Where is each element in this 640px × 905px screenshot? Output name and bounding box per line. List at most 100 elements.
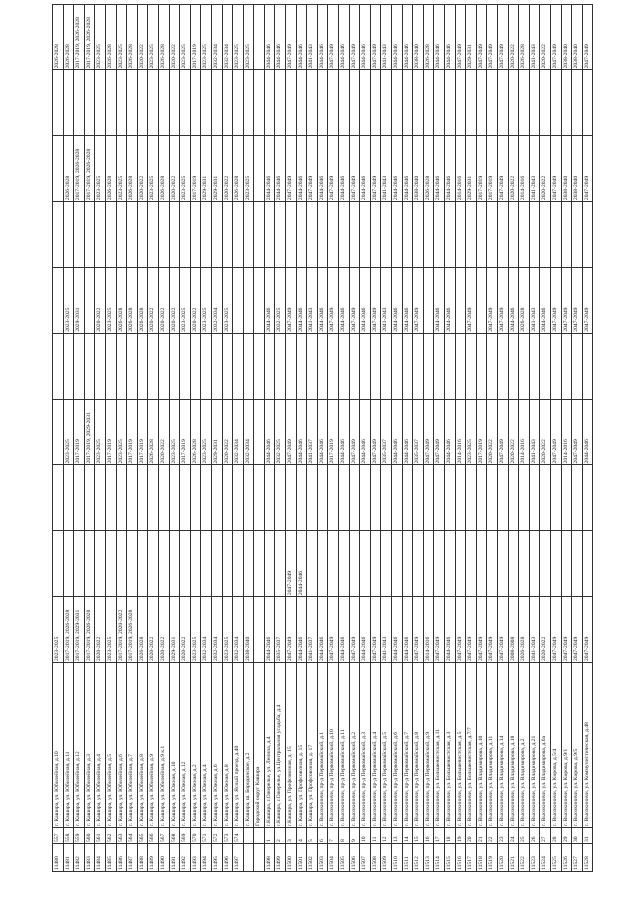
period-cell (486, 464, 498, 531)
address-cell: г. Кашира, ул. Южная, д.12 (179, 662, 191, 828)
period-cell: 2032-2034 (232, 596, 244, 663)
period-cell (253, 464, 265, 531)
period-cell (137, 69, 148, 136)
period-cell (317, 69, 328, 136)
period-cell (455, 333, 466, 400)
period-cell (338, 69, 350, 136)
period-cell: 2044-2046 (296, 267, 307, 334)
row-id-cell: 11517 (465, 843, 477, 872)
address-cell: г. Высокиничи, пр-д Первомайский, д.5 (380, 662, 392, 828)
period-cell: 2032-2034 (222, 4, 233, 70)
period-cell: 2047-2049 (550, 399, 561, 465)
period-cell (486, 201, 498, 268)
period-cell (264, 530, 275, 597)
period-cell (497, 69, 509, 136)
row-id-cell: 11490 (158, 843, 170, 872)
period-cell: 2047-2049 (571, 596, 583, 663)
period-cell: 2044-2046 (264, 135, 275, 202)
period-cell: 2044-2046 (433, 4, 445, 70)
period-cell: 2026-2028 (232, 135, 244, 202)
period-cell (126, 201, 138, 268)
period-cell (497, 333, 509, 400)
period-cell (253, 69, 265, 136)
period-cell (402, 201, 413, 268)
row-id-cell: 11511 (402, 843, 413, 872)
period-cell: 2032-2034 (243, 399, 254, 465)
row-number-cell: 1 (264, 827, 275, 844)
period-cell (327, 530, 339, 597)
period-cell (317, 201, 328, 268)
period-cell: 2029-2031 (211, 399, 222, 465)
row-id-cell: 11488 (137, 843, 148, 872)
period-cell (370, 69, 381, 136)
period-cell (476, 201, 487, 268)
row-number-cell: 7 (327, 827, 339, 844)
period-cell (391, 333, 403, 400)
period-cell (486, 530, 498, 597)
period-cell (296, 201, 307, 268)
period-cell (243, 464, 254, 531)
period-cell: 2026-2028 (518, 4, 530, 70)
period-cell: 2044-2046 (296, 135, 307, 202)
period-cell (84, 464, 95, 531)
period-cell (550, 333, 561, 400)
period-cell (147, 530, 159, 597)
period-cell (211, 464, 222, 531)
row-number-cell: 574 (232, 827, 244, 844)
period-cell (73, 530, 85, 597)
period-cell (370, 201, 381, 268)
period-cell: 2026-2028 (63, 135, 74, 202)
period-cell (73, 464, 85, 531)
period-cell (253, 4, 265, 70)
period-cell (169, 333, 180, 400)
period-cell: 2023-2025 (147, 4, 159, 70)
period-cell (253, 267, 265, 334)
period-cell (508, 201, 519, 268)
period-cell (137, 464, 148, 531)
address-cell: г. Кашира, ул. Южная, д.4 (200, 662, 212, 828)
address-cell: г. Кашира, ул. Юбилейная, д.9 к.1 (158, 662, 170, 828)
period-cell: 2044-2046 (508, 267, 519, 334)
period-cell (402, 69, 413, 136)
row-number-cell: 10 (359, 827, 371, 844)
period-cell (158, 464, 170, 531)
period-cell (561, 333, 572, 400)
period-cell (444, 333, 456, 400)
period-cell: 2023-2025 (243, 135, 254, 202)
period-cell (539, 201, 551, 268)
period-cell (518, 333, 530, 400)
row-id-cell: 11506 (349, 843, 360, 872)
period-cell (253, 333, 265, 400)
address-cell: г. Высокиничи, ул. Владимирова, д.21 (529, 662, 540, 828)
period-cell: 2032-2025 (274, 267, 286, 334)
row-id-cell: 11501 (296, 843, 307, 872)
period-cell: 2029-2031 (465, 4, 477, 70)
period-cell (52, 69, 64, 136)
period-cell: 2047-2049 (327, 135, 339, 202)
period-cell: 2020-2022 (169, 4, 180, 70)
row-id-cell: 11485 (105, 843, 117, 872)
period-cell (561, 464, 572, 531)
period-cell (412, 530, 424, 597)
address-cell: г. Высокиничи, пр-д Первомайский, д.1 (317, 662, 328, 828)
address-cell: г. Высокиничи, пр-д Первомайский, д.9 (423, 662, 434, 828)
row-number-cell: 557 (52, 827, 64, 844)
period-cell: 2017-2019 (327, 399, 339, 465)
period-cell: 2044-2046 (433, 135, 445, 202)
period-cell (423, 464, 434, 531)
period-cell (274, 464, 286, 531)
period-cell (423, 69, 434, 136)
period-cell (94, 69, 106, 136)
row-number-cell: 6 (317, 827, 328, 844)
row-number-cell: 565 (137, 827, 148, 844)
period-cell (137, 201, 148, 268)
period-cell: 2026-2028 (423, 4, 434, 70)
